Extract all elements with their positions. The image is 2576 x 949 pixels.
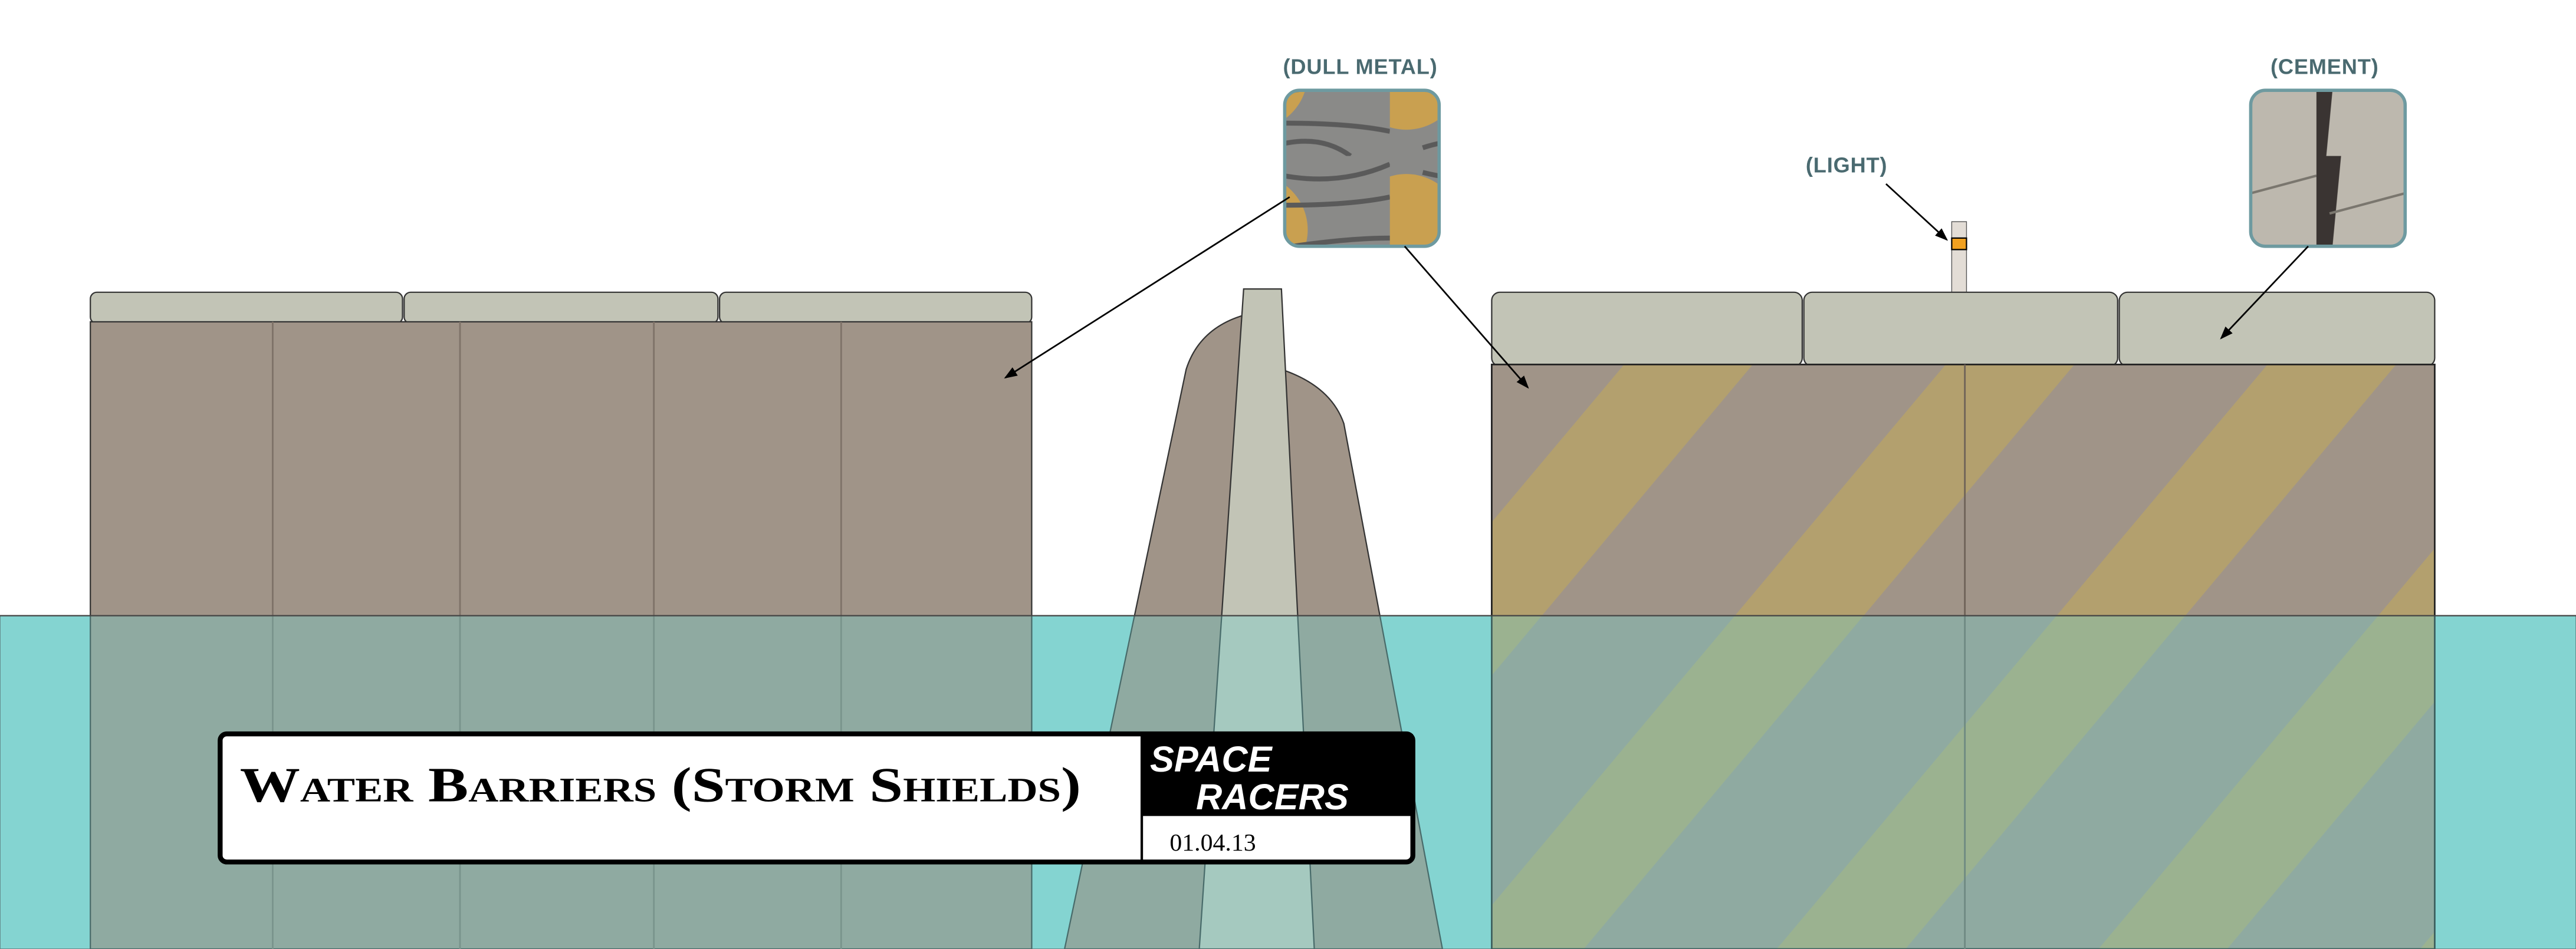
arrow-light: [1885, 183, 1949, 241]
arrow-cement: [2220, 245, 2309, 340]
arrow-dull-metal-left: [1004, 196, 1290, 379]
left-barrier-cap: [90, 291, 403, 324]
label-cement: (CEMENT): [2271, 54, 2379, 78]
warning-light: [1951, 237, 1967, 251]
right-barrier-cap: [2118, 291, 2436, 367]
title-block: Water Barriers (Storm Shields) SPACE RAC…: [218, 731, 1415, 865]
logo-space: SPACE: [1150, 739, 1273, 779]
right-barrier-body: [1491, 363, 2436, 949]
logo-area: [1142, 734, 1413, 816]
cement-swatch: [2249, 88, 2407, 248]
dull-metal-swatch: [1283, 88, 1441, 248]
drawing-title: Water Barriers (Storm Shields): [240, 758, 1081, 812]
right-barrier-cap: [1803, 291, 2118, 367]
right-barrier-cap: [1491, 291, 1803, 367]
leader-arrows: [1004, 183, 2309, 389]
left-barrier-cap: [719, 291, 1033, 324]
arrow-dull-metal-right: [1404, 245, 1529, 389]
warning-light-pole: [1951, 221, 1967, 295]
label-light: (LIGHT): [1806, 153, 1888, 177]
label-dull-metal: (DULL METAL): [1283, 54, 1438, 78]
right-barrier: [1491, 221, 2436, 949]
left-barrier-cap: [403, 291, 719, 324]
drawing-date: 01.04.13: [1169, 829, 1256, 856]
logo-racers: RACERS: [1196, 777, 1349, 817]
